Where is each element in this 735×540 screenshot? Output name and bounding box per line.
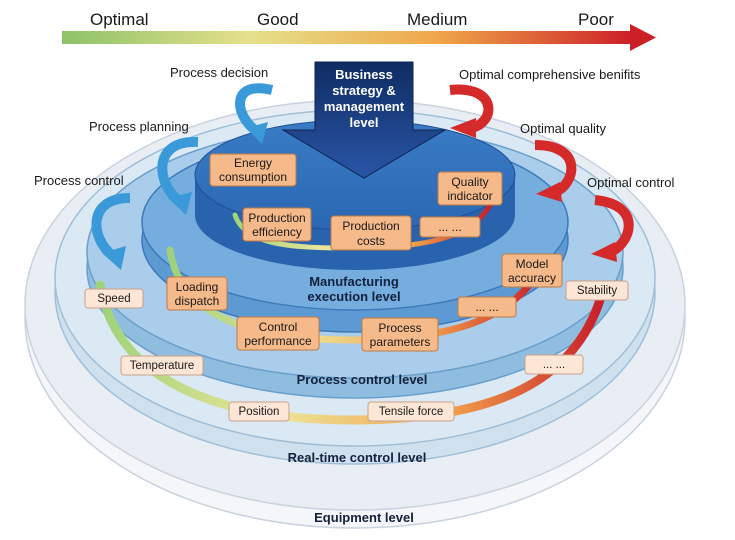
mes-level-label-1: Manufacturing [309, 274, 399, 289]
svg-text:... ...: ... ... [438, 220, 461, 234]
svg-text:costs: costs [357, 234, 385, 248]
label-process-decision: Process decision [170, 65, 268, 80]
control-arrow [594, 195, 634, 257]
svg-text:Model: Model [516, 257, 549, 271]
temperature-box: Temperature [120, 355, 204, 376]
scale-label-medium: Medium [407, 10, 467, 29]
label-optimal-quality: Optimal quality [520, 121, 606, 136]
process-decision-arrowhead [246, 122, 268, 144]
stability-box: Stability [565, 280, 629, 301]
label-process-planning: Process planning [89, 119, 189, 134]
left-blue-arrows [91, 83, 274, 270]
svg-text:Control: Control [259, 320, 298, 334]
process-control-arrowhead [102, 246, 126, 270]
speed-box: Speed [84, 288, 144, 309]
label-process-control: Process control [34, 173, 124, 188]
tensile-force-box: Tensile force [367, 401, 455, 422]
svg-text:accuracy: accuracy [508, 271, 556, 285]
svg-text:Production: Production [248, 211, 305, 225]
svg-text:... ...: ... ... [475, 300, 498, 314]
label-optimal-benefits: Optimal comprehensive benifits [459, 67, 641, 82]
energy-consumption-box: Energy consumption [209, 153, 297, 187]
svg-text:efficiency: efficiency [252, 225, 302, 239]
process-decision-arrow [235, 83, 274, 134]
scale-arrowhead [630, 24, 656, 51]
quality-arrowhead [536, 182, 562, 202]
banner-line-2: strategy & [332, 83, 396, 98]
process-control-arrow [91, 193, 131, 259]
control-performance-box: Control performance [236, 316, 320, 351]
benefits-arrowhead [450, 118, 476, 138]
banner-line-1: Business [335, 67, 393, 82]
process-planning-arrowhead [168, 192, 192, 215]
ellipsis-top-box: ... ... [419, 216, 481, 238]
quality-arrow [534, 140, 577, 197]
banner-line-4: level [350, 115, 379, 130]
mes-level-label-2: execution level [307, 289, 400, 304]
svg-text:Quality: Quality [451, 175, 488, 189]
banner-line-3: management [324, 99, 405, 114]
loading-dispatch-box: Loading dispatch [166, 276, 228, 311]
svg-text:Position: Position [239, 406, 280, 418]
quality-scale: Optimal Good Medium Poor [62, 10, 656, 51]
svg-text:indicator: indicator [447, 189, 492, 203]
process-level-label: Process control level [297, 372, 428, 387]
scale-label-optimal: Optimal [90, 10, 149, 29]
svg-text:Loading: Loading [176, 280, 219, 294]
svg-text:Stability: Stability [577, 285, 618, 297]
ellipsis-outer-box: ... ... [524, 354, 584, 375]
business-strategy-banner: Business strategy & management level [281, 61, 447, 179]
process-planning-arrow [157, 136, 199, 204]
svg-text:consumption: consumption [219, 170, 287, 184]
scale-label-good: Good [257, 10, 299, 29]
right-red-arrows [449, 84, 634, 262]
quality-indicator-box: Quality indicator [437, 171, 503, 206]
svg-text:Temperature: Temperature [130, 360, 195, 372]
model-accuracy-box: Model accuracy [501, 253, 563, 288]
equipment-level-label: Equipment level [314, 510, 414, 525]
banner-arrow-shape [281, 61, 447, 179]
svg-text:... ...: ... ... [543, 359, 565, 371]
svg-text:Tensile force: Tensile force [379, 406, 444, 418]
scale-label-poor: Poor [578, 10, 614, 29]
ellipsis-mid-box: ... ... [457, 296, 517, 318]
production-efficiency-box: Production efficiency [242, 207, 312, 242]
svg-text:parameters: parameters [370, 335, 431, 349]
label-optimal-control: Optimal control [587, 175, 675, 190]
process-parameters-box: Process parameters [361, 317, 439, 352]
position-box: Position [228, 401, 290, 422]
production-costs-box: Production costs [330, 215, 412, 251]
svg-text:dispatch: dispatch [175, 294, 220, 308]
svg-text:performance: performance [244, 334, 312, 348]
svg-text:Production: Production [342, 219, 399, 233]
scale-bar [62, 31, 632, 44]
realtime-level-label: Real-time control level [288, 450, 427, 465]
svg-text:Speed: Speed [97, 293, 130, 305]
benefits-arrow [449, 84, 494, 133]
svg-text:Process: Process [378, 321, 421, 335]
control-arrowhead [591, 242, 617, 262]
svg-text:Energy: Energy [234, 156, 272, 170]
